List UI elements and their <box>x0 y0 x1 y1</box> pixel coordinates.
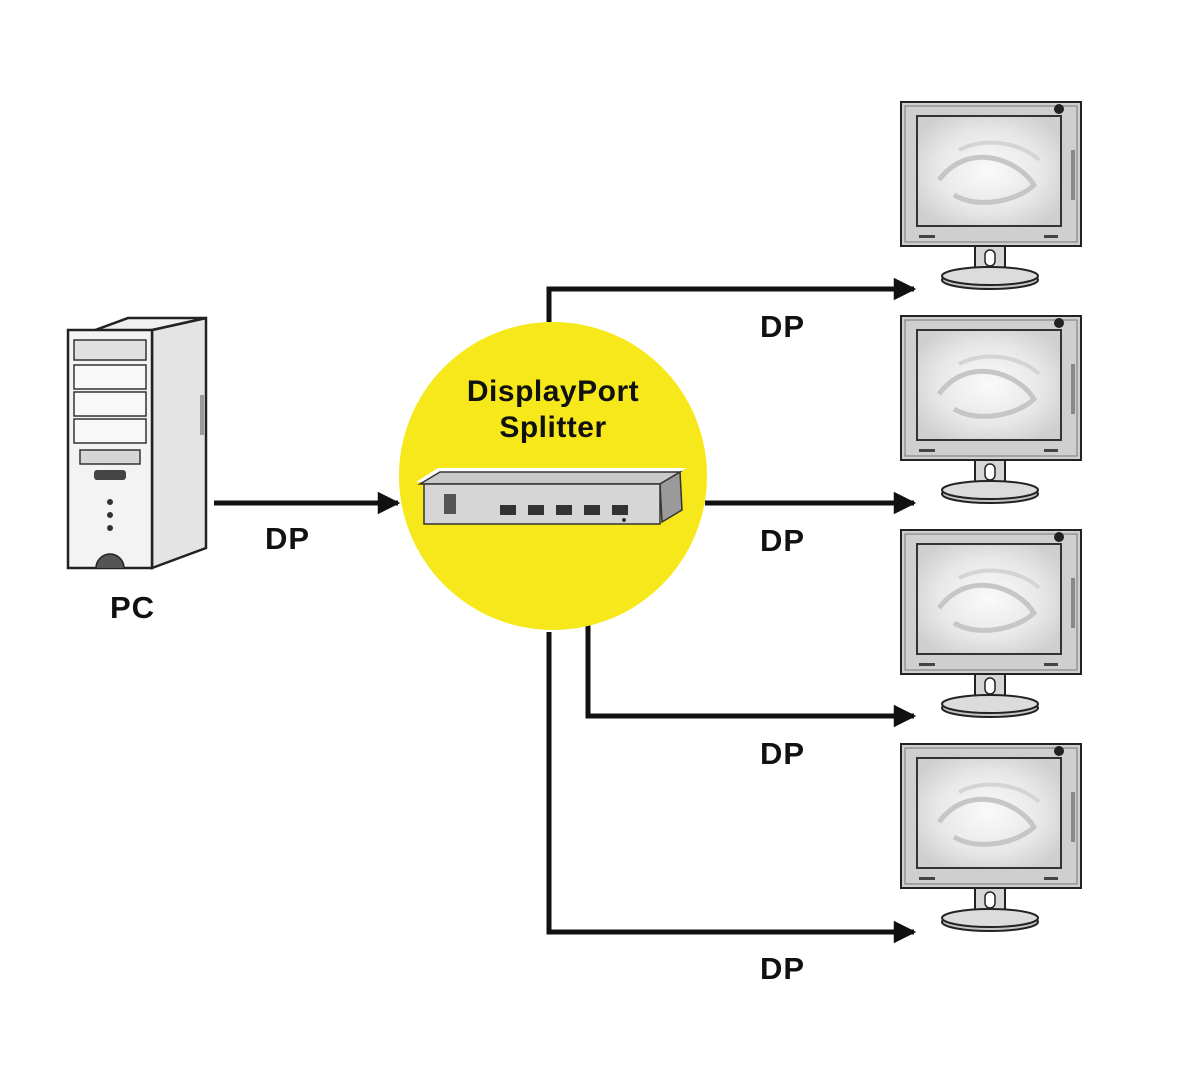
hub-title-line-2: Splitter <box>499 411 607 444</box>
splitter-box-icon <box>416 468 686 525</box>
connection-lines <box>214 277 917 944</box>
hub-title-line-1: DisplayPort <box>466 375 640 408</box>
monitor-icon <box>901 530 1081 717</box>
splitter-hub <box>399 322 707 630</box>
output-connector-4 <box>546 632 917 944</box>
monitor-icon <box>901 102 1081 289</box>
output-connection-label: DP <box>760 309 806 344</box>
monitor-icon <box>901 744 1081 931</box>
input-connection-label: DP <box>265 521 311 556</box>
source-label: PC <box>110 590 156 625</box>
monitor-icon <box>901 316 1081 503</box>
output-connector-3 <box>585 624 917 728</box>
hub-title: DisplayPort Splitter <box>400 374 706 446</box>
desktop-tower-icon <box>66 316 208 570</box>
output-connection-label: DP <box>760 736 806 771</box>
output-connection-label: DP <box>760 951 806 986</box>
output-connection-label: DP <box>760 523 806 558</box>
output-connector-1 <box>546 277 917 322</box>
